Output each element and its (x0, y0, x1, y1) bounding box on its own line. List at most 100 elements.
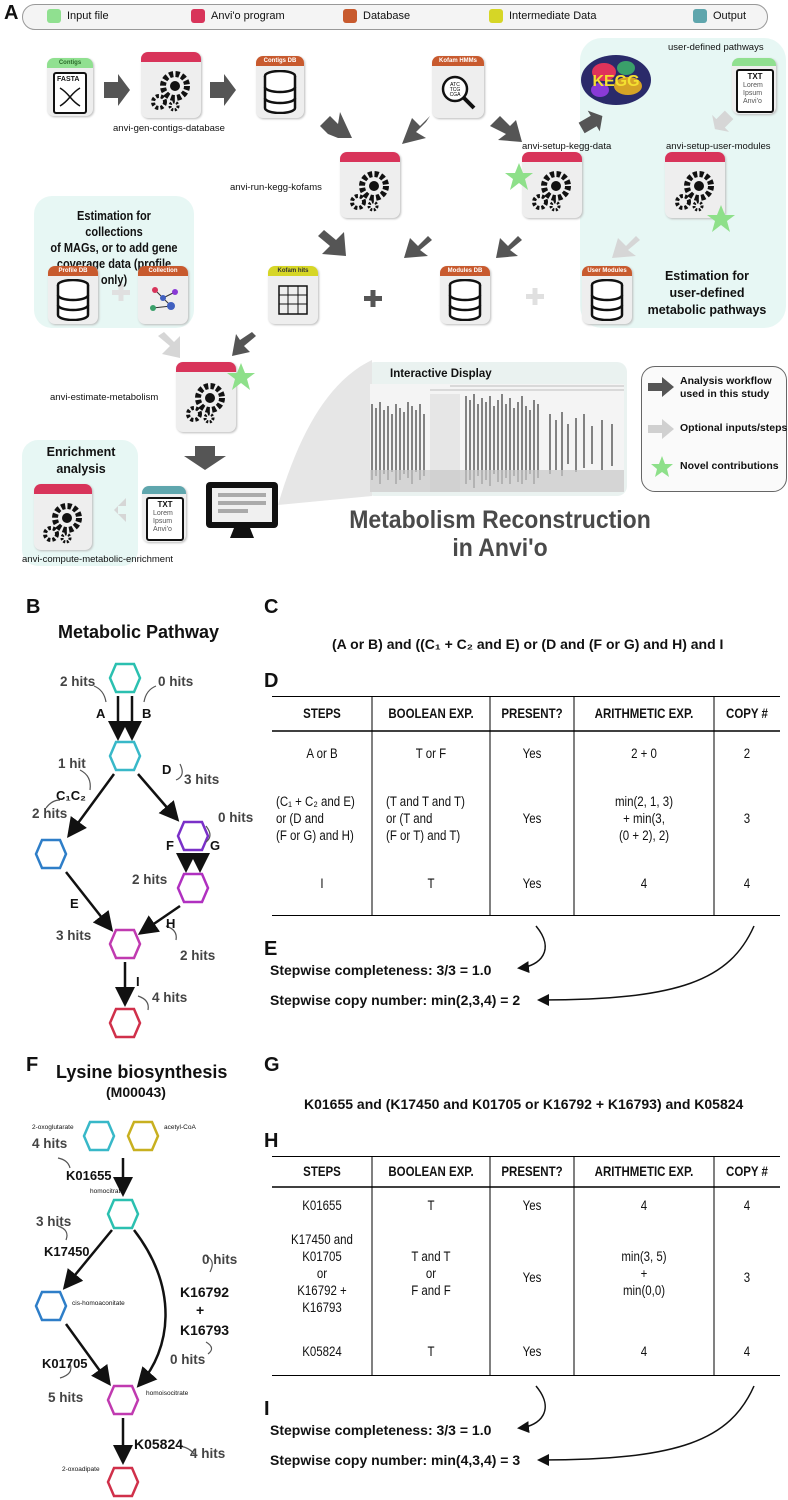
interactive-title: Interactive Display (390, 368, 492, 380)
ko-label: K01705 (42, 1356, 88, 1371)
gears-icon (186, 383, 225, 424)
star-icon (651, 456, 673, 477)
hits-label: 0 hits (218, 810, 254, 825)
enrichment-title-line: analysis (56, 462, 106, 476)
arrow-light (158, 332, 180, 358)
pathway-title: Metabolic Pathway (58, 622, 220, 642)
txt-line: Lorem (743, 82, 763, 89)
legend-swatch (693, 9, 707, 23)
compound-label: acetyl-CoA (164, 1124, 196, 1131)
gears-icon (43, 503, 82, 544)
legend-label: Output (713, 9, 747, 22)
pathway-diagram-f (34, 1120, 213, 1498)
dna-icon (59, 87, 81, 107)
arrow-dark (402, 116, 430, 144)
hexagon-node (108, 740, 142, 772)
table-cell: Yes (522, 811, 542, 826)
arrow-dark (184, 446, 226, 470)
table-cell: F and F (411, 1283, 451, 1298)
star-icon (227, 363, 255, 390)
user-modules-card: User Modules (582, 266, 632, 324)
hexagon-node (126, 1120, 160, 1152)
gears-icon (151, 71, 190, 112)
setup-user-label: anvi-setup-user-modules (666, 141, 771, 152)
table-cell: 3 (743, 1270, 751, 1285)
database-icon (448, 279, 482, 321)
panel-e-arrows (517, 925, 755, 1006)
hits-label: 2 hits (132, 872, 168, 887)
panel-letter-h: H (264, 1130, 279, 1152)
network-icon (150, 287, 178, 311)
collection-tab: Collection (148, 268, 178, 274)
table-cell: Yes (522, 1198, 542, 1213)
modules-db-tab: Modules DB (447, 268, 483, 274)
table-cell: K17450 and (291, 1232, 353, 1247)
hits-label: 3 hits (56, 928, 92, 943)
estimate-label: anvi-estimate-metabolism (50, 392, 159, 403)
txt-line: Lorem (153, 510, 173, 517)
step-label-e: E (70, 896, 79, 911)
lysine-title: Lysine biosynthesis (56, 1062, 228, 1082)
column-header: PRESENT? (501, 705, 563, 721)
column-header: COPY # (726, 1163, 768, 1179)
table-cell: min(0,0) (622, 1283, 666, 1298)
kofam-hmms-tab: Kofam HMMs (438, 58, 477, 64)
steps-table-d: STEPS BOOLEAN EXP. PRESENT? ARITHMETIC E… (272, 696, 780, 916)
arrow-dark (210, 74, 236, 106)
legend-novel-text: Novel contributions (680, 460, 779, 472)
ko-label: K16793 (180, 1322, 230, 1338)
legend-item-output: Output (693, 9, 746, 23)
hits-label: 2 hits (180, 948, 216, 963)
table-cell: Yes (522, 876, 542, 891)
table-cell: 4 (743, 1198, 751, 1213)
kofam-hits-card: Kofam hits (268, 266, 318, 324)
gears-icon (675, 171, 714, 212)
setup-kegg-program-card (522, 152, 582, 218)
table-cell: min(3, 5) (621, 1249, 667, 1264)
hits-label: 0 hits (158, 674, 194, 689)
table-cell: K05824 (302, 1344, 342, 1359)
legend-swatch (47, 9, 61, 23)
big-title-line: Metabolism Reconstruction (349, 506, 651, 534)
stepwise-completeness: Stepwise completeness: 3/3 = 1.0 (270, 962, 492, 978)
step-label-b: B (142, 706, 152, 721)
txt-title: TXT (747, 72, 763, 81)
setup-kegg-label: anvi-setup-kegg-data (522, 141, 612, 152)
hexagon-node (108, 928, 142, 960)
collections-title-line: of MAGs, or to add gene (50, 241, 178, 255)
contigs-db-tab: Contigs DB (263, 58, 297, 64)
column-header: ARITHMETIC EXP. (594, 705, 694, 721)
txt-file-icon: TXT Lorem Ipsum Anvi'o (736, 69, 774, 113)
arrow-dark (578, 110, 603, 134)
table-grid (272, 697, 780, 915)
arrow-dark (318, 230, 346, 256)
dark-arrow-icon (648, 377, 674, 397)
panel-letter-e: E (264, 938, 278, 960)
hits-label: 0 hits (202, 1252, 238, 1267)
database-icon (56, 279, 90, 321)
fasta-label: FASTA (57, 76, 80, 83)
table-cell: min(2, 1, 3) (614, 794, 674, 809)
table-cell: 4 (743, 876, 751, 891)
arrow-dark (232, 332, 256, 356)
legend-label: Anvi'o program (211, 9, 285, 22)
table-cell: or (316, 1266, 328, 1281)
star-icon (707, 205, 735, 232)
stepwise-copy-number: Stepwise copy number: min(4,3,4) = 3 (270, 1452, 521, 1468)
database-icon (263, 70, 297, 114)
hits-label: 4 hits (190, 1446, 226, 1461)
table-cell: Yes (522, 1344, 542, 1359)
table-grid (272, 1157, 780, 1375)
table-cell: or (D and (276, 811, 324, 826)
user-defined-title-line: user-defined (669, 286, 745, 300)
svg-text:CGA: CGA (450, 92, 462, 98)
table-cell: T or F (415, 746, 447, 761)
swoosh (278, 360, 372, 505)
svg-text:KEGG: KEGG (592, 73, 639, 90)
contigs-tab: Contigs (58, 60, 82, 66)
user-defined-title: Estimation for user-defined metabolic pa… (640, 268, 774, 319)
table-cell: 4 (640, 1344, 648, 1359)
monitor-icon (206, 482, 278, 538)
table-cell: (F or G) and H) (276, 828, 354, 843)
